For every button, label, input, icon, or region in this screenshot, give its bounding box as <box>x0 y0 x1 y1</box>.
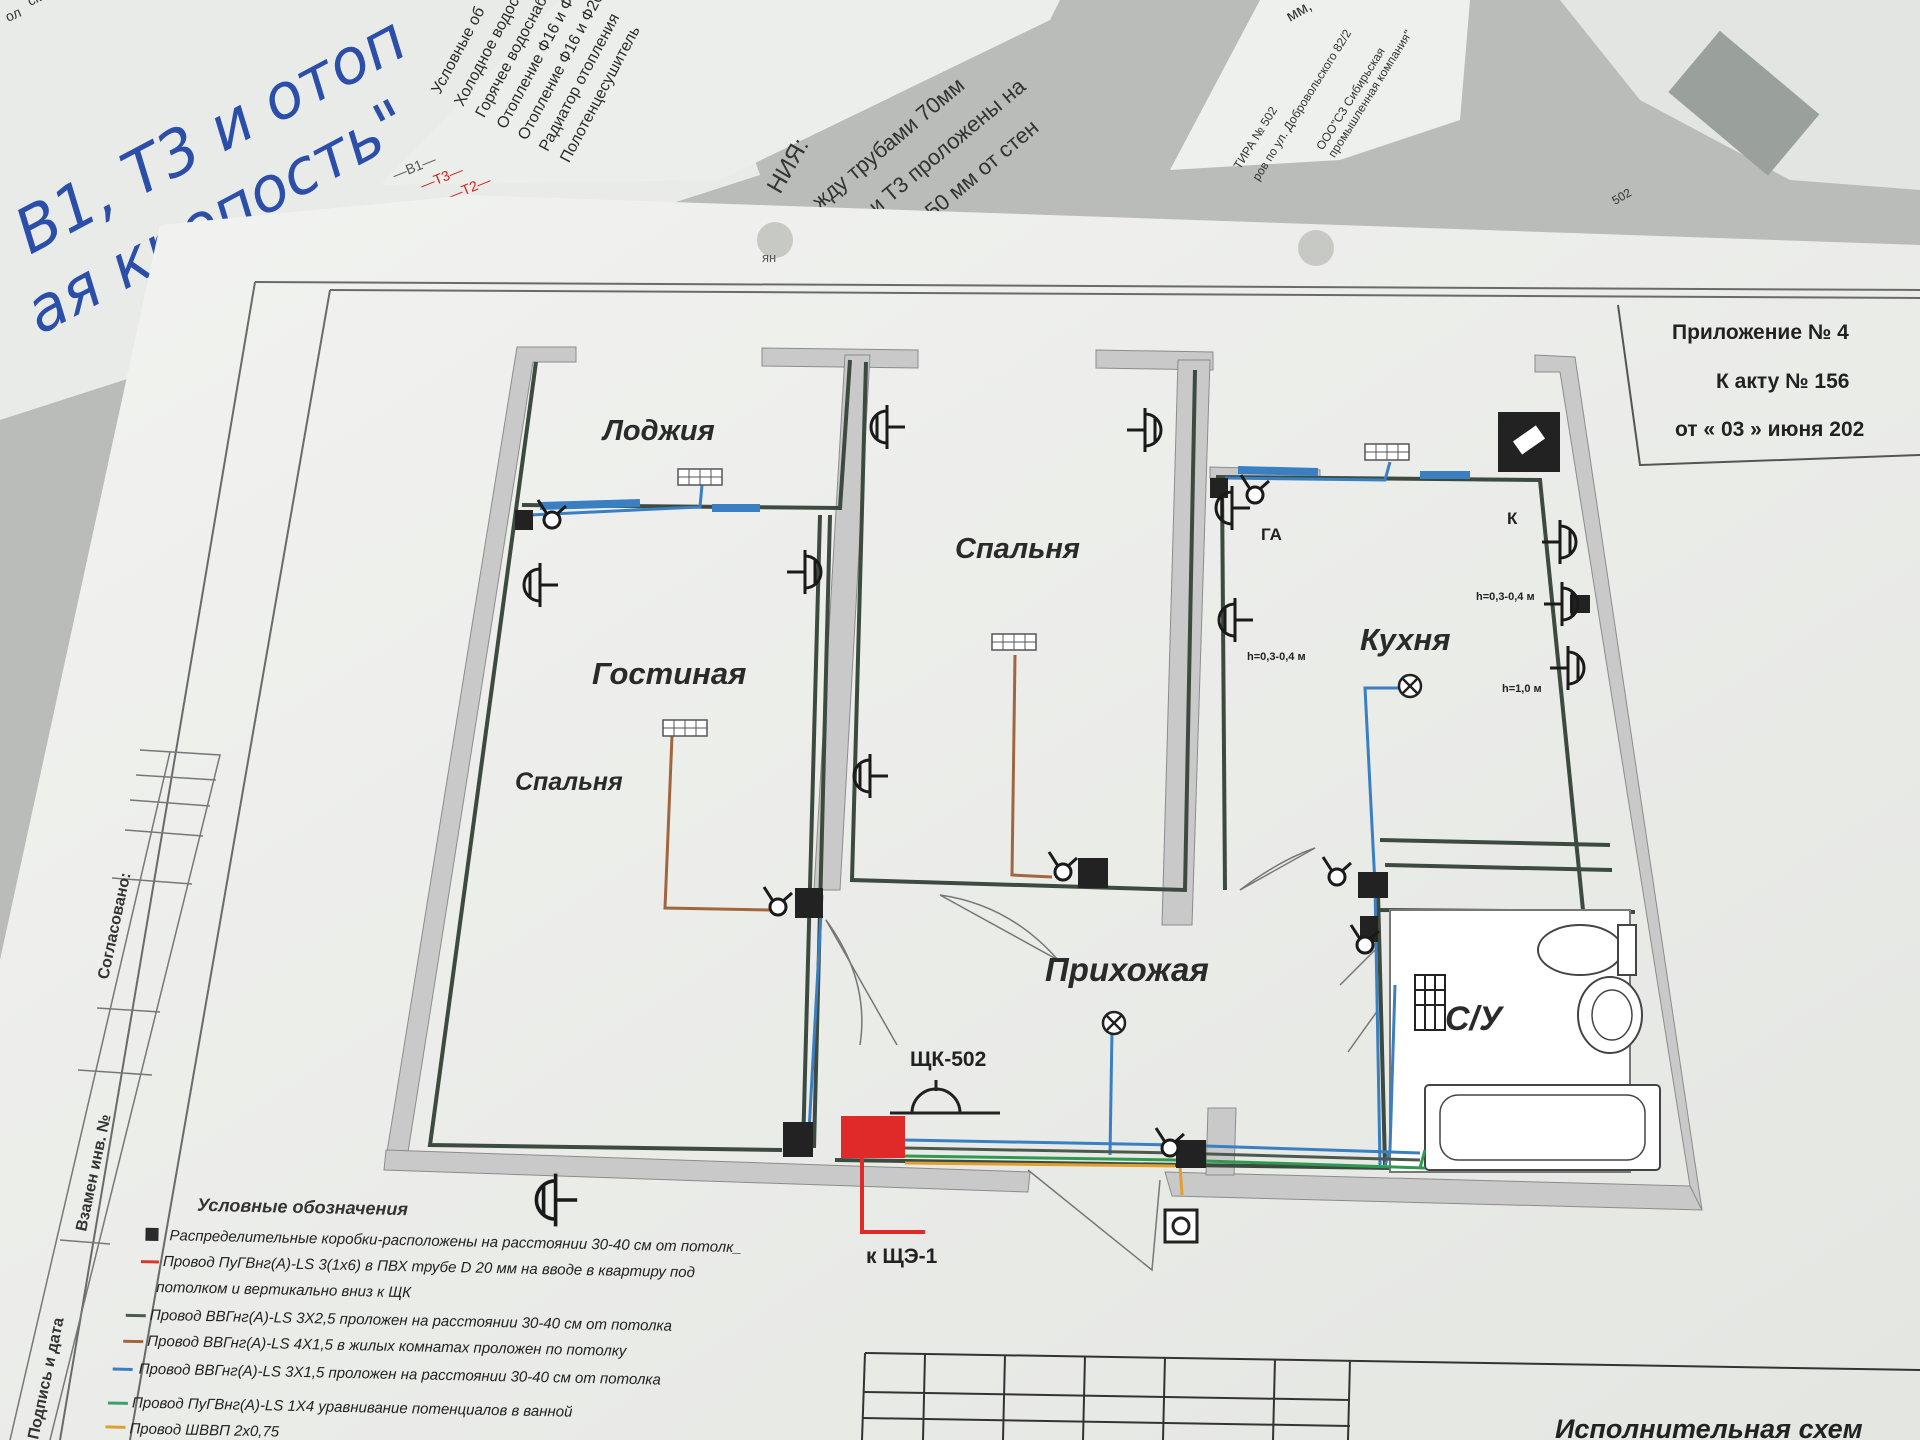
junction-box-icon <box>515 510 533 530</box>
bathtub-icon <box>1424 1084 1661 1171</box>
to-panel-label: к ЩЭ-1 <box>866 1245 938 1268</box>
junction-box-icon <box>783 1122 813 1157</box>
wire-living-light <box>663 735 771 912</box>
label-k: К <box>1507 509 1518 528</box>
legend-title: Условные обозначения <box>197 1195 409 1219</box>
appendix-number: Приложение № 4 <box>1672 321 1849 344</box>
wire-kitchen-lamp <box>1363 686 1400 886</box>
floor-plan: Лоджия Спальня Гостиная Спальня Кухня Пр… <box>383 346 1703 1272</box>
wire-kitchen-top <box>1224 461 1392 482</box>
room-label-kitchen: Кухня <box>1360 622 1451 657</box>
lamp-icon <box>1397 673 1423 699</box>
bg-far-right: 502 <box>1610 185 1635 207</box>
panel-label: ЩК-502 <box>910 1048 986 1071</box>
wire-bedroom-light <box>1010 654 1053 879</box>
label-height-3: h=1,0 м <box>1502 683 1542 695</box>
junction-box-icon <box>795 888 823 918</box>
input-cable <box>841 1116 925 1234</box>
junction-box-icon <box>1078 858 1108 888</box>
side-stamp-table <box>9 749 221 1440</box>
legend-item-2: потолком и вертикально вниз к ЩК <box>156 1279 412 1301</box>
toilet-icon <box>1537 924 1637 976</box>
label-ga: ГА <box>1261 525 1282 544</box>
label-height-1: h=0,3-0,4 м <box>1476 591 1535 603</box>
ventilation-grille-icon <box>1414 974 1446 1031</box>
junction-box-icon <box>1570 595 1590 613</box>
junction-boxes <box>515 478 1590 1168</box>
sink-icon <box>1577 976 1643 1054</box>
light-fixture-icon <box>1364 443 1410 461</box>
title-block-title: Исполнительная схем <box>1555 1414 1863 1440</box>
lamps <box>1101 673 1423 1036</box>
act-date: от « 03 » июня 202 <box>1675 418 1864 441</box>
hole-text: ян <box>762 250 776 265</box>
boiler-icon <box>1498 412 1560 472</box>
act-number: К акту № 156 <box>1716 370 1849 393</box>
doorbell-icon <box>1163 1208 1199 1244</box>
room-label-loggia: Лоджия <box>601 415 715 447</box>
punch-holes: ян <box>757 222 1334 266</box>
doors <box>825 847 1379 1272</box>
wire-living-vertical <box>806 894 824 1151</box>
drawing-frame <box>59 281 1920 1440</box>
legend-item-7: Провод ШВВП 2х0,75 <box>129 1420 280 1440</box>
junction-box-icon <box>1358 872 1388 898</box>
label-height-2: h=0,3-0,4 м <box>1247 651 1306 663</box>
room-label-bathroom: С/У <box>1445 1000 1505 1038</box>
background-sheet-stamp: ТИРА № 502 ров по ул. Добровольского 82/… <box>1170 0 1920 208</box>
light-fixture-icon <box>677 468 723 486</box>
bathroom-fixtures <box>1389 909 1661 1173</box>
light-fixture-icon <box>662 719 708 737</box>
light-fixture-icon <box>991 633 1037 651</box>
legend-swatch-0 <box>145 1227 159 1241</box>
room-label-hall: Прихожая <box>1045 951 1209 988</box>
corner-text: ол <box>3 4 24 25</box>
electrical-panel-icon <box>890 1080 1000 1115</box>
junction-box-icon <box>1176 1140 1206 1168</box>
room-label-living: Гостиная <box>592 656 746 691</box>
title-block <box>861 1352 1920 1440</box>
room-label-bedroom-2: Спальня <box>515 768 623 796</box>
room-label-bedroom: Спальня <box>955 533 1080 565</box>
appendix-block: Приложение № 4 К акту № 156 от « 03 » ию… <box>1617 304 1920 467</box>
wire-loggia <box>529 484 704 517</box>
lamp-icon <box>1101 1010 1127 1036</box>
wire-hall-lamp <box>1108 1029 1114 1156</box>
